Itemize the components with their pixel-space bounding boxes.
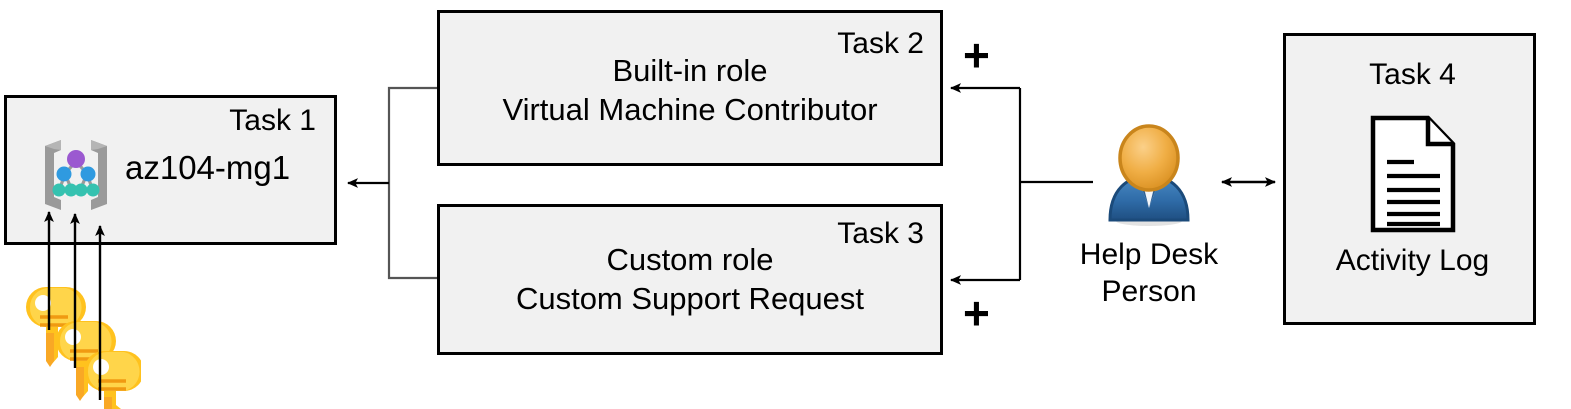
task1-tag: Task 1 xyxy=(229,104,316,137)
document-icon xyxy=(1368,114,1458,234)
task3-line1: Custom role xyxy=(606,242,774,277)
roles-to-mg-connector xyxy=(387,86,437,280)
task3-line2: Custom Support Request xyxy=(515,281,865,316)
task2-line1: Built-in role xyxy=(612,53,768,88)
task3-box[interactable]: Task 3 Custom role Custom Support Reques… xyxy=(437,204,943,355)
task4-tag: Task 4 xyxy=(1369,58,1456,91)
plus-sign-bottom: + xyxy=(963,287,990,339)
task1-box[interactable]: Task 1 az104-mg1 xyxy=(4,95,337,245)
key-icon-1 xyxy=(26,287,86,367)
task4-label: Activity Log xyxy=(1335,244,1490,277)
task1-label: az104-mg1 xyxy=(125,149,291,186)
management-group-icon xyxy=(33,136,119,214)
task2-box[interactable]: Task 2 Built-in role Virtual Machine Con… xyxy=(437,10,943,166)
task3-tag: Task 3 xyxy=(837,217,924,250)
key-icon-group xyxy=(16,281,144,409)
plus-sign-top: + xyxy=(963,29,990,81)
task2-line2: Virtual Machine Contributor xyxy=(502,92,878,127)
person-line2: Person xyxy=(1101,275,1197,308)
user-icon xyxy=(1098,122,1200,227)
task2-tag: Task 2 xyxy=(837,27,924,60)
key-icon-3 xyxy=(84,351,144,409)
task4-box[interactable]: Task 4 Activity Log xyxy=(1283,33,1536,325)
person-line1: Help Desk xyxy=(1079,238,1219,271)
